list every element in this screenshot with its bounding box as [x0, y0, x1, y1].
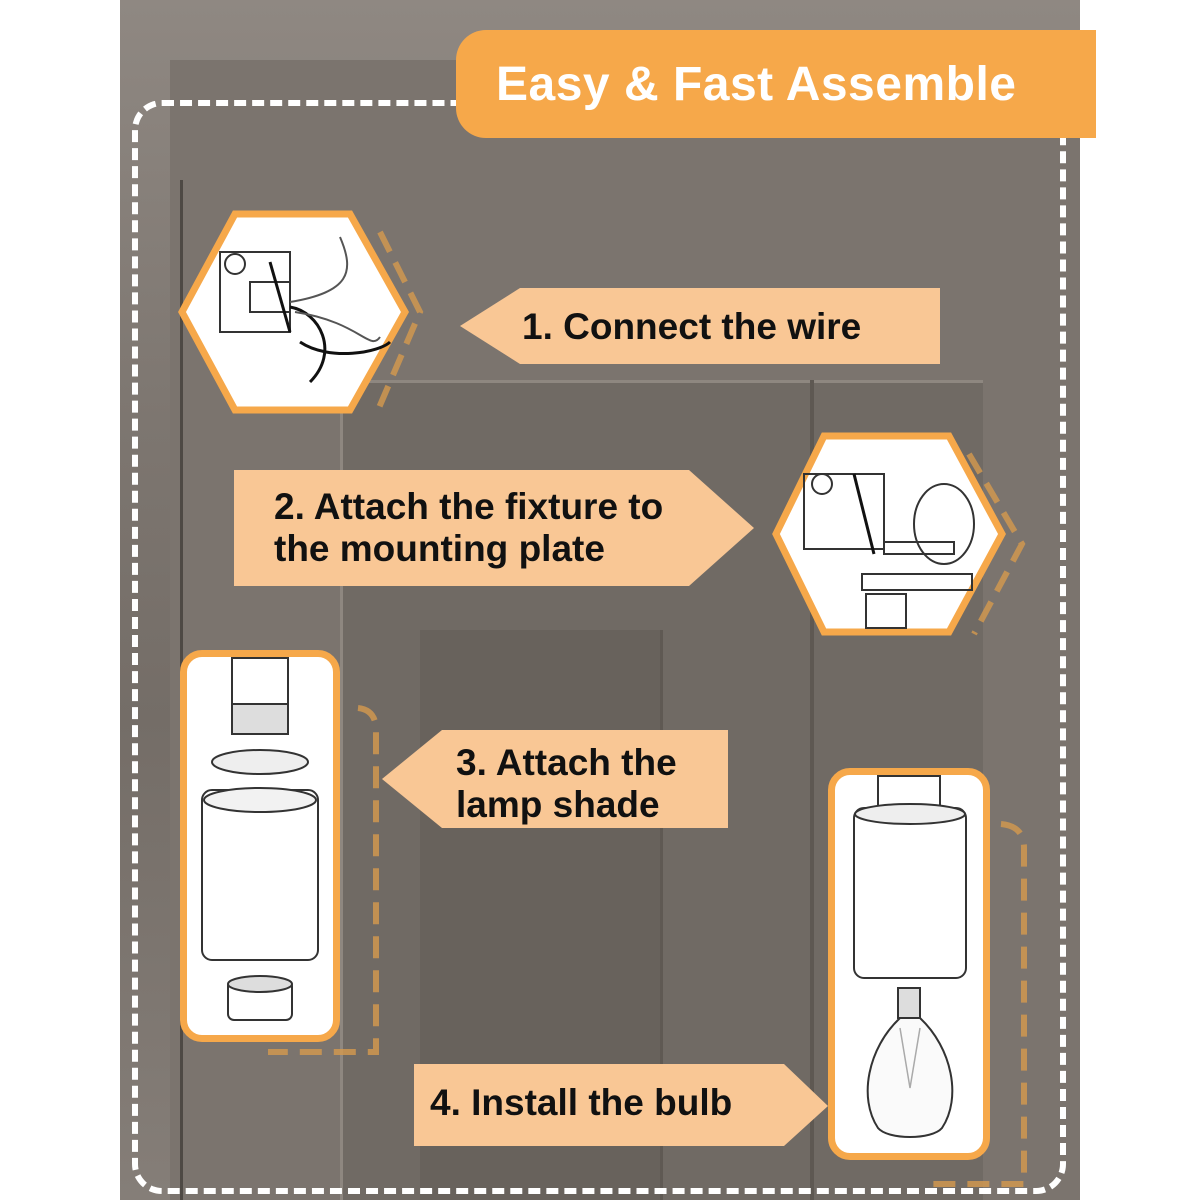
wiring-illustration	[178, 210, 424, 419]
step-2-banner	[234, 470, 754, 586]
step-4-panel-outline	[926, 821, 1027, 1187]
step-3-panel-outline	[268, 705, 379, 1055]
step-3-banner	[382, 730, 728, 828]
fixture-illustration	[772, 432, 1026, 636]
step-1-label: 1. Connect the wire	[522, 306, 862, 347]
step-4-banner	[414, 1064, 828, 1146]
step-3-label: 3. Attach the lamp shade	[456, 742, 677, 826]
title-text: Easy & Fast Assemble	[496, 57, 1017, 111]
door-edge	[810, 380, 814, 1200]
step-2-label: 2. Attach the fixture to the mounting pl…	[274, 486, 663, 570]
lamp-shade-illustration	[201, 657, 319, 1021]
step-3-line-2: lamp shade	[456, 784, 660, 825]
step-1-banner	[460, 288, 940, 364]
step-2-line-2: the mounting plate	[274, 528, 605, 569]
step-3-line-1: 3. Attach the	[456, 742, 677, 783]
title-banner: Easy & Fast Assemble	[456, 30, 1096, 138]
step-2-line-1: 2. Attach the fixture to	[274, 486, 664, 527]
step-4-label: 4. Install the bulb	[430, 1082, 733, 1123]
bulb-illustration	[853, 775, 967, 1138]
